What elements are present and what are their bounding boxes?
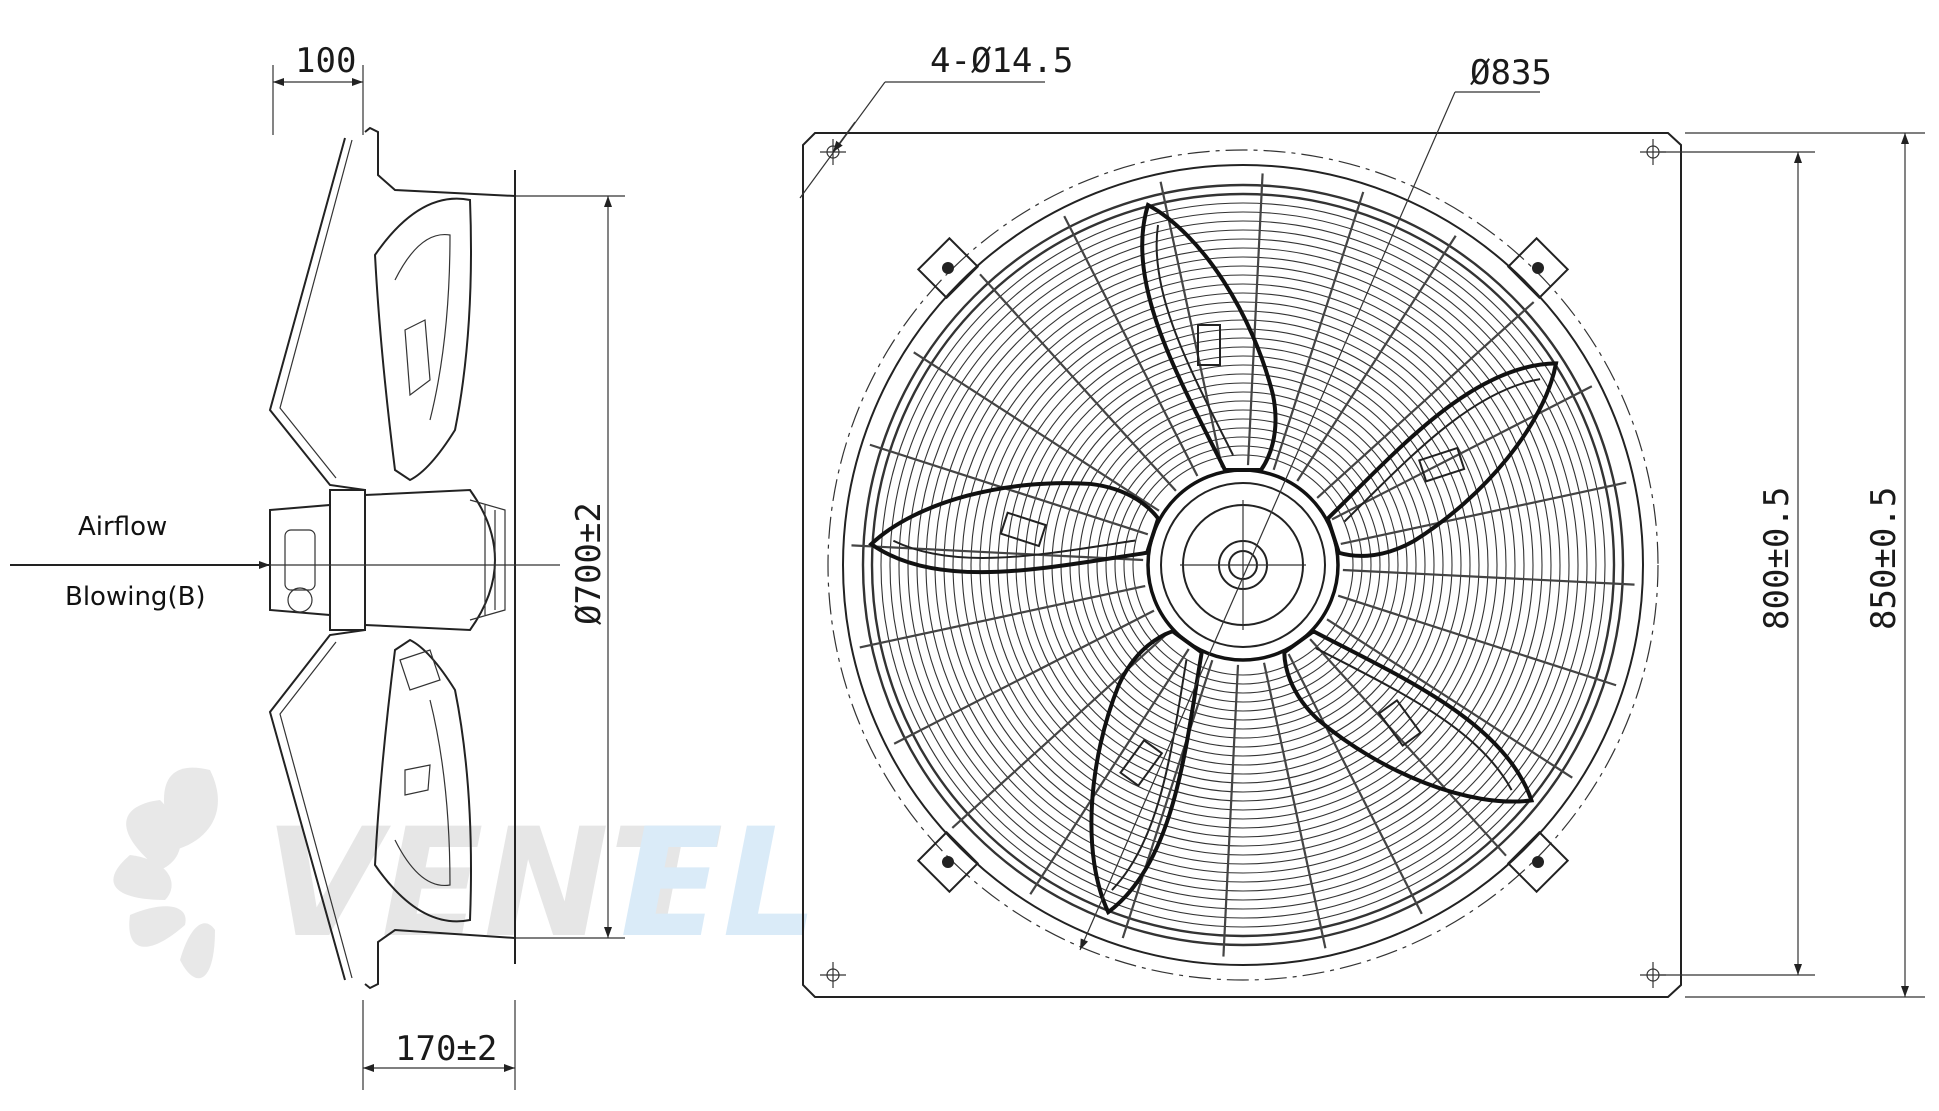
grille-ring (934, 256, 1552, 874)
dim-grille-diameter: Ø835 (1470, 53, 1552, 93)
dim-hole-pitch: 800±0.5 (1757, 487, 1797, 630)
grille-spoke (1063, 215, 1199, 477)
grille-ring (1006, 328, 1480, 802)
grille-spoke (1326, 618, 1573, 779)
grille-ring (961, 283, 1525, 847)
dim-depth-top: 100 (295, 41, 356, 81)
side-view: 100 Ø700±2 170±2 (10, 41, 625, 1090)
grille-ring (952, 274, 1534, 856)
grille-spoke (1262, 662, 1327, 949)
grille-ring (1015, 337, 1471, 793)
grille-spoke (1340, 481, 1627, 546)
blowing-label: Blowing(B) (65, 582, 206, 612)
grille-spoke (1029, 648, 1190, 895)
grille-spoke (913, 351, 1160, 512)
grille-spoke (1121, 659, 1214, 939)
front-view: Ø835 4-Ø14.5 800±0.5 850±0.5 (799, 41, 1925, 998)
grille-lugs (916, 236, 1570, 894)
watermark-brand-accent: EL (620, 797, 818, 971)
grille-ring (861, 183, 1625, 947)
dim-diameter: Ø700±2 (569, 502, 609, 625)
fan-blades (868, 202, 1559, 916)
grille-ring (907, 229, 1579, 901)
mounting-plate (802, 132, 1682, 998)
grille-ring (1123, 445, 1363, 685)
grille-spoke (979, 273, 1177, 492)
watermark-brand-dark: VENT (265, 797, 722, 971)
grille-rings (861, 183, 1625, 947)
fan-blade (1089, 629, 1204, 916)
fan-blade-watermark-icon (113, 767, 218, 979)
grille-ring (898, 220, 1588, 910)
airflow-label: Airflow (78, 512, 167, 542)
grille-ring (1096, 418, 1390, 712)
grille-spoke (893, 609, 1155, 745)
grille-ring (1087, 409, 1399, 721)
grille-ring (1114, 436, 1372, 694)
grille-ring (870, 192, 1616, 938)
grille-ring (1042, 364, 1444, 766)
grille-ring (970, 292, 1516, 838)
grille-spoke (1316, 301, 1535, 499)
grille-spoke (859, 584, 1146, 649)
dim-depth-bottom: 170±2 (395, 1029, 497, 1069)
grille-spoke (1287, 653, 1423, 915)
grille-ring (1033, 355, 1453, 775)
grille-spoke (1331, 385, 1593, 521)
dim-plate-size: 850±0.5 (1864, 487, 1904, 630)
grille-spoke (851, 544, 1144, 562)
grille-ring (997, 319, 1489, 811)
fan-blade (1325, 361, 1559, 558)
grille-spoke (1337, 594, 1617, 687)
grille-spoke (869, 443, 1149, 536)
grille-spoke (1342, 568, 1635, 586)
grille-ring (979, 301, 1507, 829)
fan-blade (1282, 628, 1535, 804)
grille-ring (1132, 454, 1354, 676)
fan-blade (1140, 202, 1278, 472)
grille-spoke (1272, 191, 1365, 471)
grille-ring (880, 202, 1606, 928)
grille-ring (1024, 346, 1462, 784)
grille-spoke (1222, 664, 1240, 957)
dim-holes: 4-Ø14.5 (930, 41, 1073, 81)
grille-spoke (1296, 235, 1457, 482)
grille-spoke (1159, 181, 1224, 468)
grille-spoke (1246, 173, 1264, 466)
grille-ring (943, 265, 1543, 865)
motor-hub (1146, 468, 1340, 662)
grille-ring (889, 211, 1597, 919)
grille-ring (1105, 427, 1381, 703)
grille-spoke (1309, 638, 1507, 857)
fan-blade (868, 481, 1161, 575)
watermark-logo: VENT EL (113, 767, 818, 979)
